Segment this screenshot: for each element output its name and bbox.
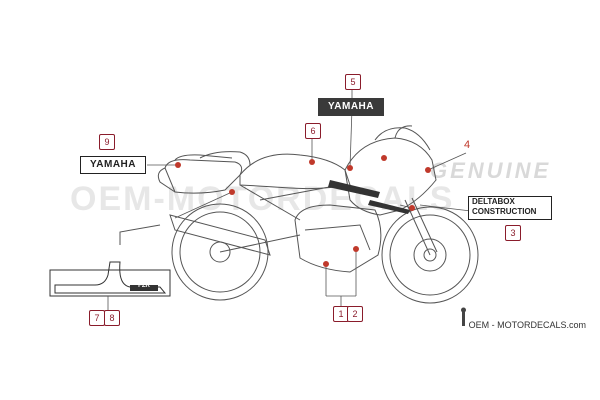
callout-7: 7 xyxy=(89,310,105,326)
deltabox-decal: DELTABOX CONSTRUCTION xyxy=(468,196,552,220)
brand-logo-icon xyxy=(461,307,466,326)
rear-wheel xyxy=(171,203,269,301)
tail-decal-frame xyxy=(49,269,171,297)
leader-dot xyxy=(353,246,359,252)
callout-6: 6 xyxy=(305,123,321,139)
brand-footer: OEM - MOTORDECALS.com xyxy=(469,320,586,330)
front-wheel xyxy=(381,206,479,304)
leader-dot xyxy=(229,189,235,195)
callout-2: 2 xyxy=(347,306,363,322)
leader-dot xyxy=(347,165,353,171)
genuine-watermark: GENUINE xyxy=(430,158,552,183)
yamaha-decal-top: YAMAHA xyxy=(318,98,384,116)
leader-dot xyxy=(425,167,431,173)
tail-badge: FZR xyxy=(138,283,150,289)
leader-dot xyxy=(323,261,329,267)
leader-dot xyxy=(381,155,387,161)
yamaha-decal-side: YAMAHA xyxy=(80,156,146,174)
deltabox-decal-line1: DELTABOX xyxy=(472,197,515,206)
callout-9: 9 xyxy=(99,134,115,150)
callout-4: 4 xyxy=(463,139,471,151)
callout-5: 5 xyxy=(345,74,361,90)
leader-dot xyxy=(409,205,415,211)
callout-8: 8 xyxy=(104,310,120,326)
deltabox-decal-line2: CONSTRUCTION xyxy=(472,207,537,216)
brand-text: OEM - MOTORDECALS.com xyxy=(468,320,586,330)
leader-dot xyxy=(309,159,315,165)
callout-3: 3 xyxy=(505,225,521,241)
leader-dot xyxy=(175,162,181,168)
